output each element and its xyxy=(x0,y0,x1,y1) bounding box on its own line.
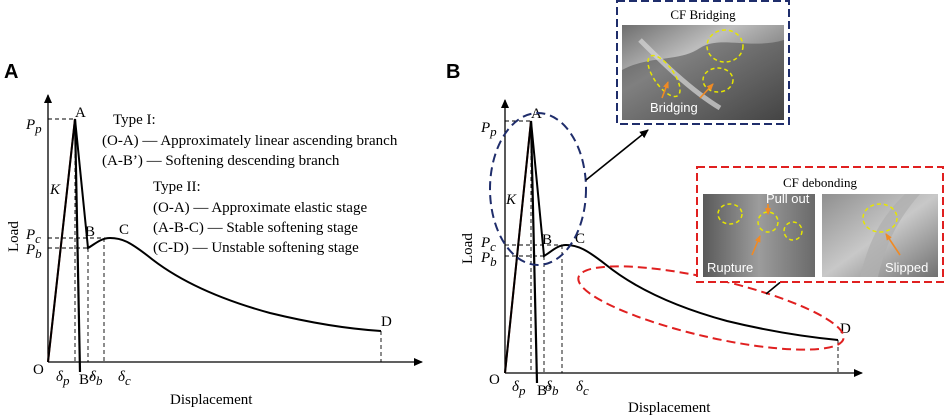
type-2-line-3: (C-D) — Unstable softening stage xyxy=(153,240,359,256)
panel-b-point-a: A xyxy=(531,106,542,122)
bridging-arrow-1 xyxy=(661,81,669,99)
slipped-arrow xyxy=(885,233,901,256)
panel-a-origin: O xyxy=(33,362,44,378)
debonding-highlight-2 xyxy=(757,211,779,233)
panel-a-point-b-prime: B’ xyxy=(79,372,94,388)
cf-bridging-title: CF Bridging xyxy=(670,7,736,22)
panel-b-x-label: Displacement xyxy=(628,400,711,416)
bridging-highlight-1 xyxy=(647,54,681,98)
panel-a-load-c: Pc xyxy=(25,227,41,246)
panel-b-load-c: Pc xyxy=(480,235,496,254)
panel-a-load-p: Pp xyxy=(25,117,42,136)
panel-b-disp-c: δc xyxy=(576,379,589,398)
sem-fiber xyxy=(638,38,722,111)
slipped-annotation: Slipped xyxy=(885,260,928,275)
panel-a-load-b: Pb xyxy=(25,242,42,261)
panel-a-disp-c: δc xyxy=(118,369,131,388)
panel-a-point-d: D xyxy=(381,314,392,330)
panel-b-letter: B xyxy=(446,61,460,83)
panel-b-disp-b: δb xyxy=(545,379,559,398)
cf-bridging-inset: CF Bridging Bridging xyxy=(616,0,790,125)
type-2-line-2: (A-B-C) — Stable softening stage xyxy=(153,220,358,236)
type-1-heading: Type I: xyxy=(113,112,156,128)
panel-b-y-label: Load xyxy=(460,233,476,264)
panel-a-disp-p: δp xyxy=(56,369,70,388)
panel-b: B Load Displacement O A B C D B’ K Pp Pc xyxy=(446,0,944,416)
cf-debonding-title: CF debonding xyxy=(783,175,858,190)
panel-a: A Load Displacement O A B C D B’ K Pp xyxy=(4,61,423,408)
bridging-connector-arrow xyxy=(585,129,649,181)
panel-b-softening-branch xyxy=(529,120,539,384)
debonding-highlight-1 xyxy=(717,203,743,225)
panel-b-load-p: Pp xyxy=(480,120,497,139)
panel-b-load-b: Pb xyxy=(480,250,497,269)
type-2-line-1: (O-A) — Approximate elastic stage xyxy=(153,200,367,216)
panel-b-disp-p: δp xyxy=(512,379,526,398)
panel-b-load-curve xyxy=(504,120,839,374)
bridging-annotation: Bridging xyxy=(650,100,698,115)
panel-a-load-curve xyxy=(47,118,382,363)
panel-b-point-c: C xyxy=(575,231,585,247)
type-1-line-1: (O-A) — Approximately linear ascending b… xyxy=(102,133,398,149)
panel-b-stiffness-label: K xyxy=(505,192,517,208)
panel-b-point-b: B xyxy=(542,232,552,248)
rupture-arrow xyxy=(751,235,761,256)
debonding-highlight-4 xyxy=(862,203,898,233)
panel-b-point-b-prime: B’ xyxy=(537,383,552,399)
panel-b-origin: O xyxy=(489,372,500,388)
bridging-arrow-2 xyxy=(699,83,714,99)
pull-out-annotation: Pull out xyxy=(766,191,810,206)
bridging-region-ellipse xyxy=(489,112,587,266)
bridging-highlight-2 xyxy=(706,29,744,63)
panel-a-y-label: Load xyxy=(6,221,22,252)
bridging-highlight-3 xyxy=(702,67,734,93)
type-2-heading: Type II: xyxy=(153,179,201,195)
cf-debonding-inset: CF debonding Pull out Rupture Slipped xyxy=(696,166,944,283)
panel-b-point-d: D xyxy=(840,321,851,337)
panel-a-softening-branch xyxy=(73,118,82,373)
panel-a-point-b: B xyxy=(85,224,95,240)
panel-a-disp-b: δb xyxy=(89,369,103,388)
debonding-highlight-3 xyxy=(783,221,803,241)
debonding-region-ellipse xyxy=(577,265,845,351)
panel-a-stiffness-label: K xyxy=(49,182,61,198)
panel-a-point-c: C xyxy=(119,222,129,238)
type-1-line-2: (A-B’) — Softening descending branch xyxy=(102,153,340,169)
rupture-annotation: Rupture xyxy=(707,260,753,275)
panel-a-point-a: A xyxy=(75,105,86,121)
panel-a-x-label: Displacement xyxy=(170,392,253,408)
panel-a-letter: A xyxy=(4,61,18,83)
